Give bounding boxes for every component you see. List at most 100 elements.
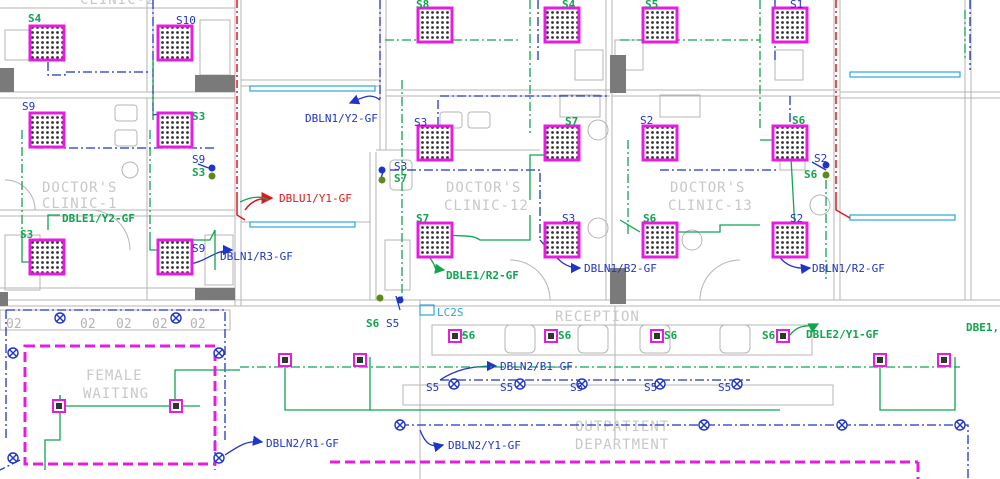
switch (396, 296, 404, 304)
light-fixture (771, 124, 809, 162)
light-fixture (641, 6, 679, 44)
label-dble2-y1: DBLE2/Y1-GF (806, 328, 879, 341)
tag: S3 (394, 160, 407, 173)
structural-columns (0, 55, 626, 306)
label-dbln2-b1: DBLN2/B1-GF (500, 360, 573, 373)
switch (208, 172, 216, 180)
tag: S6 (804, 168, 818, 181)
label-dblu1-y1: DBLU1/Y1-GF (279, 192, 352, 205)
light-fixture (416, 6, 454, 44)
room-opd-line1: OUTPATIENT (575, 419, 669, 435)
tag: S7 (394, 172, 407, 185)
label-dble1-edge: DBE1, (966, 321, 999, 334)
label-lc2s: LC2S (437, 306, 464, 319)
wall-light (394, 419, 406, 431)
tag: S7 (565, 115, 578, 128)
light-fixture (641, 124, 679, 162)
wall-light (576, 378, 588, 390)
seat-number: 02 (80, 317, 96, 332)
light-fixture (156, 238, 194, 276)
room-waiting-line1: FEMALE (86, 368, 143, 384)
seat-numbers: 02 02 02 02 02 (6, 317, 206, 332)
tag: S5 (386, 317, 399, 330)
tag: S6 (762, 329, 776, 342)
magenta-tray (23, 344, 920, 479)
tag: S9 (22, 100, 35, 113)
tag: S9 (192, 153, 205, 166)
wall-light (954, 419, 966, 431)
tag: S6 (792, 114, 806, 127)
tag: S2 (790, 212, 803, 225)
wall-light (731, 378, 743, 390)
light-fixture (543, 124, 581, 162)
label-dble1-y2: DBLE1/Y2-GF (62, 212, 135, 225)
wall-light (54, 312, 66, 324)
tag: S3 (20, 228, 33, 241)
tag: S3 (192, 166, 205, 179)
wall-light (836, 419, 848, 431)
circuit-labels: DBLN1/Y2-GF DBLU1/Y1-GF DBLE1/Y2-GF DBLN… (62, 112, 999, 452)
label-dbln1-r3: DBLN1/R3-GF (220, 250, 293, 263)
light-fixture (156, 111, 194, 149)
tag: S6 (643, 212, 657, 225)
tag: S3 (192, 110, 205, 123)
light-fixture (771, 6, 809, 44)
wall-light (654, 378, 666, 390)
light-fixture (543, 221, 581, 259)
wall-light (7, 452, 19, 464)
switch (822, 161, 830, 169)
switches (208, 161, 830, 304)
wall-light (213, 452, 225, 464)
label-dbln1-b2: DBLN1/B2-GF (584, 262, 657, 275)
downlight-centres (56, 333, 947, 409)
tag: S1 (790, 0, 803, 11)
tag: S10 (176, 14, 196, 27)
switch (208, 164, 216, 172)
label-dble1-r2: DBLE1/R2-GF (446, 269, 519, 282)
tag: S7 (416, 212, 429, 225)
label-dbln2-y1: DBLN2/Y1-GF (448, 439, 521, 452)
seat-number: 02 (152, 317, 168, 332)
room-clinic-1-line2: CLINIC-1 (42, 196, 117, 212)
room-clinic-12-line1: DOCTOR'S (446, 180, 521, 196)
wall-light (7, 347, 19, 359)
tag: S5 (500, 381, 513, 394)
light-fixture (156, 24, 194, 62)
tag: S2 (640, 114, 653, 127)
tag: S3 (562, 212, 575, 225)
tag: S4 (562, 0, 576, 11)
room-opd-line2: DEPARTMENT (575, 437, 669, 453)
seat-number: 02 (190, 317, 206, 332)
tag: S2 (814, 152, 827, 165)
room-names: CLINIC-2 DOCTOR'S CLINIC-1 DOCTOR'S CLIN… (42, 0, 753, 453)
light-fixture (416, 221, 454, 259)
red-home-runs (236, 192, 851, 221)
tag: S3 (414, 116, 427, 129)
room-clinic-12-line2: CLINIC-12 (444, 198, 529, 214)
tag: S9 (192, 242, 205, 255)
room-reception: RECEPTION (555, 309, 640, 325)
room-clinic-13-line1: DOCTOR'S (670, 180, 745, 196)
tag: S5 (718, 381, 731, 394)
room-clinic-2: CLINIC-2 (80, 0, 155, 8)
tag: S6 (558, 329, 572, 342)
room-clinic-13-line2: CLINIC-13 (668, 198, 753, 214)
switch (822, 171, 830, 179)
label-dbln2-r1: DBLN2/R1-GF (266, 437, 339, 450)
wall-light (698, 419, 710, 431)
light-fixture (416, 124, 454, 162)
wall-light (448, 378, 460, 390)
wall-light (514, 378, 526, 390)
tag: S5 (645, 0, 658, 11)
room-waiting-line2: WAITING (83, 386, 149, 402)
light-fixture (28, 111, 66, 149)
switch (378, 176, 386, 184)
seat-number: 02 (116, 317, 132, 332)
window-strips (249, 71, 961, 316)
label-dbln1-y2: DBLN1/Y2-GF (305, 112, 378, 125)
light-fixture (543, 6, 581, 44)
tag: S5 (644, 381, 657, 394)
wall-lights (7, 312, 966, 464)
